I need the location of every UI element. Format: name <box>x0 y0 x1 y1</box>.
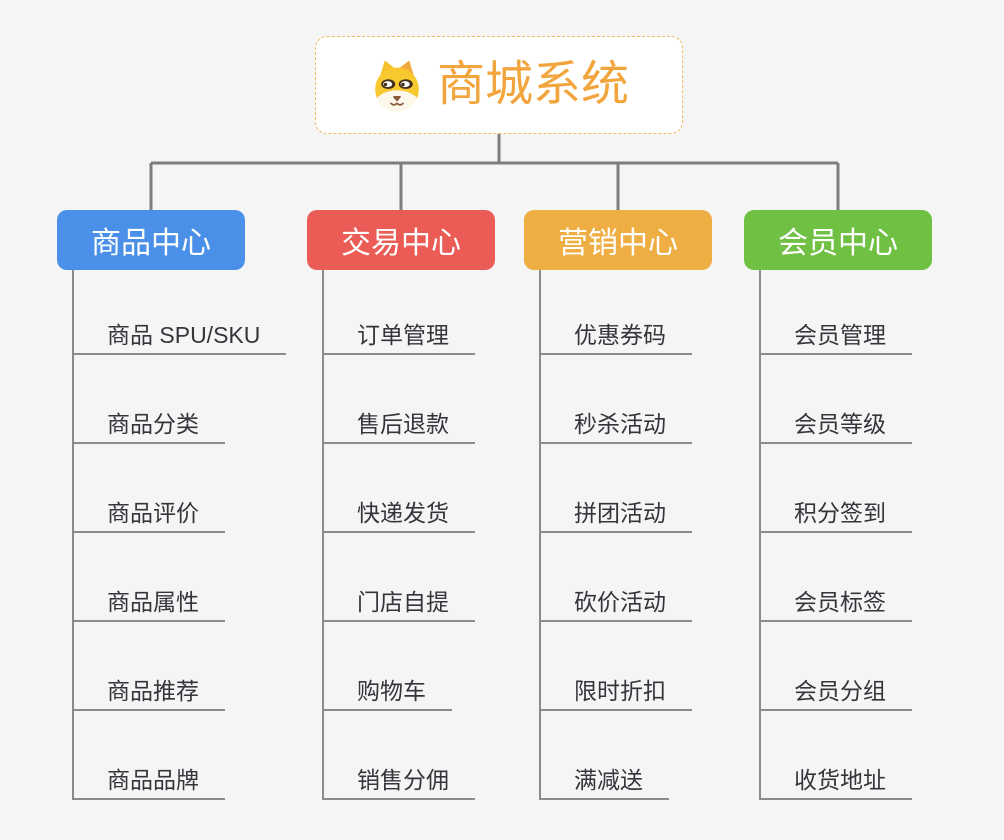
root-node-label: 商城系统 <box>436 58 629 111</box>
child-node[interactable]: 秒杀活动 <box>540 404 692 444</box>
child-node[interactable]: 门店自提 <box>323 582 475 622</box>
child-node[interactable]: 会员标签 <box>760 582 912 622</box>
branch-node-label: 商品中心 <box>91 227 211 260</box>
child-node[interactable]: 会员分组 <box>760 671 912 711</box>
child-node[interactable]: 订单管理 <box>323 315 475 355</box>
child-node[interactable]: 商品分类 <box>73 404 225 444</box>
child-node[interactable]: 积分签到 <box>760 493 912 533</box>
shiba-dog-icon <box>369 57 425 113</box>
child-node[interactable]: 优惠券码 <box>540 315 692 355</box>
child-node[interactable]: 商品品牌 <box>73 760 225 800</box>
child-node[interactable]: 商品属性 <box>73 582 225 622</box>
child-node[interactable]: 售后退款 <box>323 404 475 444</box>
branch-node-label: 交易中心 <box>341 227 461 260</box>
child-node[interactable]: 砍价活动 <box>540 582 692 622</box>
child-node[interactable]: 商品 SPU/SKU <box>73 315 287 355</box>
root-node-mall-system[interactable]: 商城系统 <box>315 36 683 134</box>
child-node[interactable]: 快递发货 <box>323 493 475 533</box>
child-node[interactable]: 销售分佣 <box>323 760 475 800</box>
child-node[interactable]: 满减送 <box>540 760 669 800</box>
branch-node-member-center[interactable]: 会员中心 <box>744 210 932 270</box>
branch-node-label: 会员中心 <box>778 227 898 260</box>
child-node[interactable]: 拼团活动 <box>540 493 692 533</box>
branch-node-product-center[interactable]: 商品中心 <box>57 210 245 270</box>
child-node[interactable]: 收货地址 <box>760 760 912 800</box>
branch-node-label: 营销中心 <box>558 227 678 260</box>
child-node[interactable]: 限时折扣 <box>540 671 692 711</box>
child-node[interactable]: 购物车 <box>323 671 452 711</box>
branch-node-marketing-center[interactable]: 营销中心 <box>524 210 712 270</box>
child-node[interactable]: 商品评价 <box>73 493 225 533</box>
child-node[interactable]: 会员管理 <box>760 315 912 355</box>
child-node[interactable]: 会员等级 <box>760 404 912 444</box>
child-node[interactable]: 商品推荐 <box>73 671 225 711</box>
branch-node-trade-center[interactable]: 交易中心 <box>307 210 495 270</box>
